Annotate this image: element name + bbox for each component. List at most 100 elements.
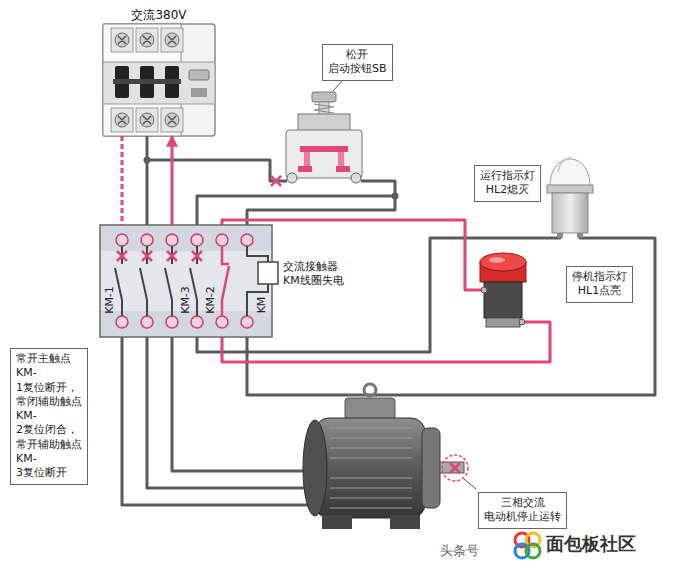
watermark: 面包板社区 (546, 532, 636, 555)
contact-label: KM-2 (205, 286, 216, 314)
contactor (116, 234, 128, 246)
callout-box: 松开 启动按钮SB (322, 44, 393, 81)
contactor (166, 316, 178, 328)
stop-lamp (489, 257, 505, 263)
leader-line (333, 81, 476, 489)
stop-lamp (519, 319, 525, 325)
callout-text: 常开主触点 KM-1复位断开， 常闭辅助触点 KM-2复位闭合， 常开辅助触点 … (16, 352, 82, 481)
motor (330, 477, 412, 479)
motor (345, 398, 395, 420)
push-button (286, 92, 362, 183)
callout-box: 运行指示灯 HL2熄灭 (474, 165, 541, 202)
contactor (191, 316, 203, 328)
circuit-breaker (103, 24, 181, 136)
motor (422, 428, 440, 508)
motor (390, 515, 420, 529)
stop-lamp (480, 253, 526, 327)
motor (330, 437, 412, 439)
watermark-logo (515, 533, 540, 558)
cross-mark (117, 176, 468, 481)
callout-text: 松开 启动按钮SB (328, 48, 387, 77)
callout-text: 停机指示灯 HL1点亮 (572, 270, 627, 299)
motor (330, 457, 412, 459)
push-button (351, 173, 361, 183)
cross-mark (142, 251, 152, 261)
circuit-breaker (103, 24, 215, 136)
circuit-breaker (191, 88, 207, 97)
contactor (115, 246, 268, 316)
contactor (141, 234, 153, 246)
run-lamp (577, 233, 583, 238)
motor (303, 420, 327, 516)
motor (315, 418, 425, 518)
push-button (300, 146, 348, 152)
motor (330, 447, 412, 449)
contactor (166, 234, 178, 246)
stop-lamp (480, 253, 526, 271)
contactor-box: KM-1KM-3KM-2KM (100, 225, 272, 337)
leader-line (464, 479, 476, 489)
wire-connector (121, 136, 124, 225)
contactor (100, 225, 272, 337)
push-button (338, 152, 344, 166)
contact-label: KM-1 (104, 286, 115, 314)
motor (322, 515, 352, 529)
cross-mark (192, 251, 202, 261)
contactor (116, 234, 253, 328)
stop-lamp (486, 318, 520, 327)
watermark-logo (526, 544, 540, 558)
cross-mark (117, 251, 127, 261)
wire (122, 328, 308, 505)
watermark: 头条号 (440, 543, 479, 560)
push-button (298, 166, 312, 172)
push-button (298, 114, 350, 132)
callout-text: 三相交流 电动机停止运转 (484, 496, 561, 525)
motor (330, 487, 412, 489)
run-lamp (558, 158, 572, 172)
callout-text: 运行指示灯 HL2熄灭 (480, 169, 535, 198)
cross-mark (442, 455, 468, 481)
wire (147, 328, 308, 488)
contactor (241, 316, 253, 328)
circuit-breaker (118, 116, 176, 124)
motor (330, 507, 412, 509)
circuit-breaker (103, 62, 215, 104)
breaker-label: 交流380V (129, 8, 188, 22)
contactor (141, 316, 153, 328)
motor (364, 384, 376, 396)
contactor (241, 234, 253, 246)
stop-lamp (481, 287, 487, 293)
run-lamp (552, 193, 588, 233)
push-button (312, 92, 336, 102)
contactor (101, 226, 271, 251)
run-lamp (557, 233, 563, 238)
stop-lamp (484, 282, 522, 318)
push-button (286, 130, 362, 178)
circuit-breaker (113, 79, 181, 84)
contactor (101, 311, 271, 336)
callout-box: 停机指示灯 HL1点亮 (566, 266, 633, 303)
contactor (222, 246, 229, 316)
circuit-breaker (118, 36, 176, 44)
contactor (216, 316, 228, 328)
cross-mark (450, 463, 460, 473)
coil-label: 交流接触器 KM线圈失电 (283, 260, 344, 289)
motor (330, 428, 412, 508)
callout-box: 常开主触点 KM-1复位断开， 常闭辅助触点 KM-2复位闭合， 常开辅助触点 … (10, 348, 88, 485)
push-button (314, 104, 334, 113)
motor (330, 427, 412, 429)
circuit-breaker (189, 70, 209, 80)
wire-connector (146, 136, 149, 225)
circuit-breaker: 交流380V (103, 6, 215, 136)
contact-label: KM (256, 297, 267, 314)
run-lamp (550, 159, 590, 186)
connector-group (122, 136, 172, 225)
cross-mark (271, 176, 281, 186)
leader-line (333, 81, 342, 91)
push-button (287, 173, 297, 183)
run-lamp (547, 158, 593, 238)
wire-connector (171, 136, 174, 225)
junction-dot (392, 193, 399, 200)
contactor (216, 234, 228, 246)
contactor (258, 262, 278, 284)
